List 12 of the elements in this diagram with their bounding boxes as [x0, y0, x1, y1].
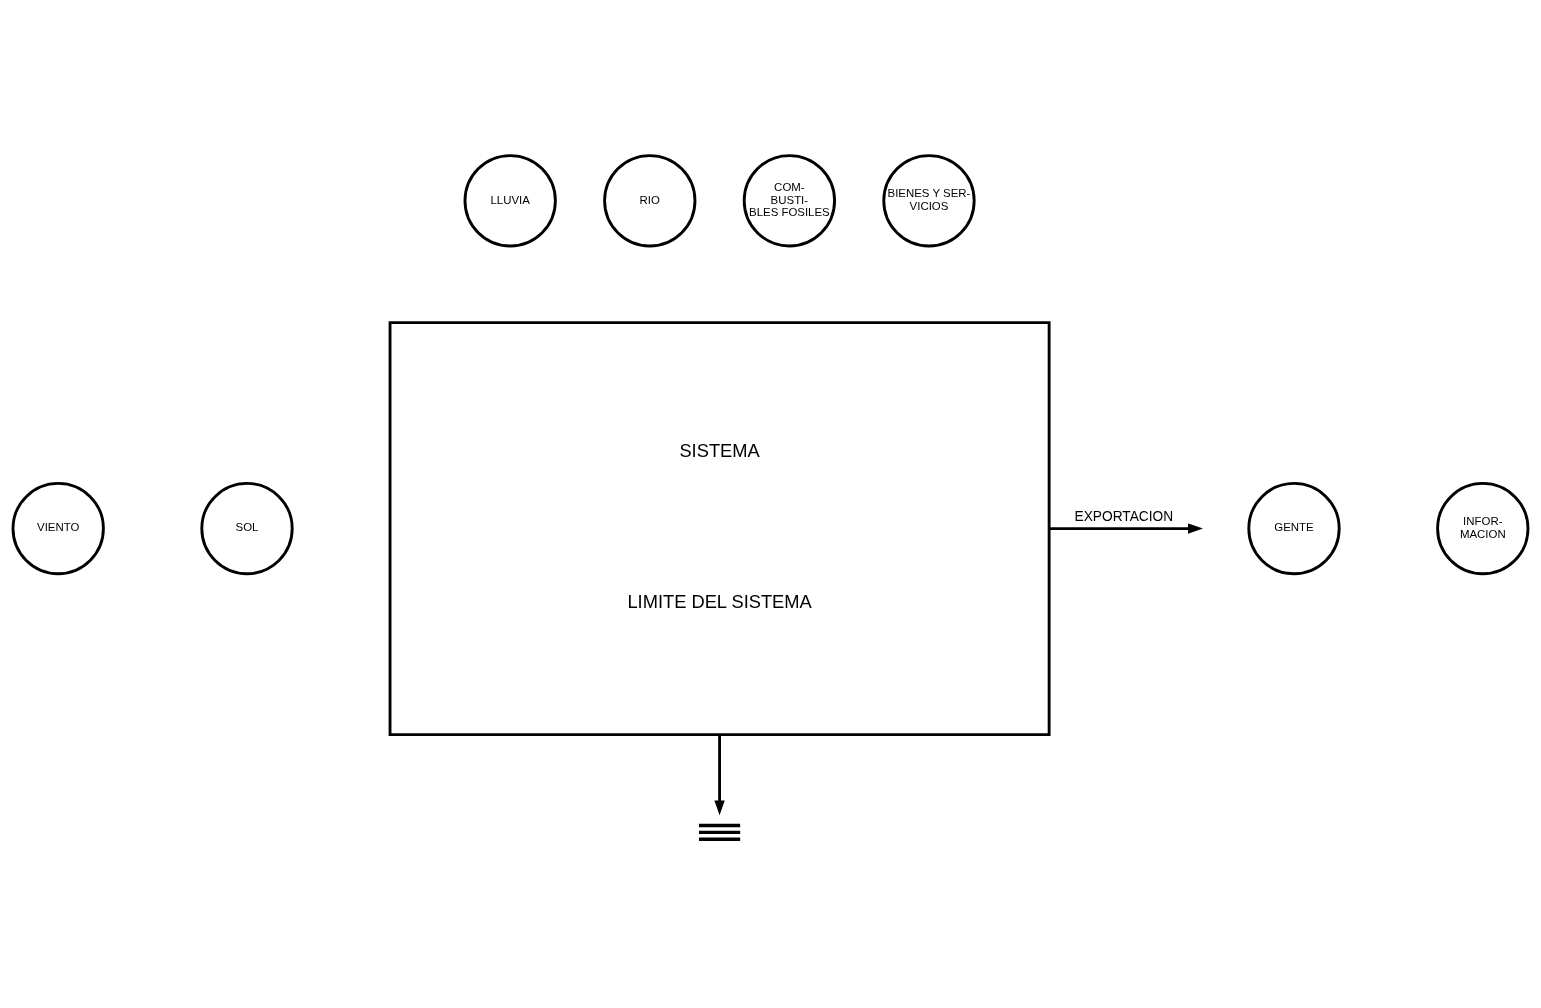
node-circle: BIENES Y SER- VICIOS: [882, 154, 976, 248]
node-circle: COM- BUSTI- BLES FOSILES: [742, 154, 836, 248]
node-circle: VIENTO: [11, 481, 105, 576]
node-circle: INFOR- MACION: [1436, 481, 1530, 576]
node-circle: SOL: [200, 481, 294, 576]
arrow: [714, 734, 725, 816]
arrow: [1049, 523, 1203, 534]
edge-label: EXPORTACION: [1074, 509, 1174, 525]
node-circle: GENTE: [1247, 481, 1341, 576]
node-circle: RIO: [603, 154, 697, 248]
node-circle: LLUVIA: [463, 154, 557, 248]
node-box: SISTEMA LIMITE DEL SISTEMA: [388, 321, 1051, 736]
